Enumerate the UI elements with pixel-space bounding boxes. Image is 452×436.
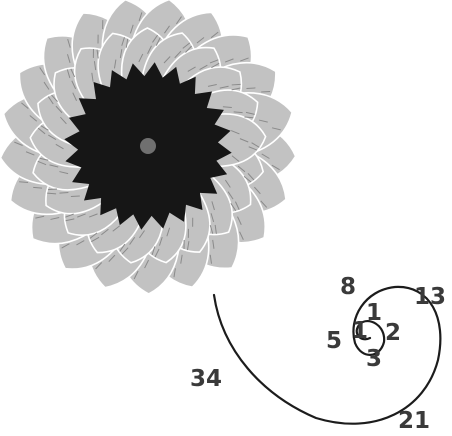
fib-label-13: 13 — [414, 284, 446, 310]
petal-texture-dash — [232, 84, 241, 85]
fib-label-21: 21 — [398, 408, 430, 434]
fib-label-2: 2 — [385, 320, 401, 346]
fibonacci-spiral — [214, 287, 440, 424]
fib-label-3: 3 — [366, 346, 382, 372]
petal-texture-dash — [246, 88, 255, 89]
fib-label-8: 8 — [340, 274, 356, 300]
fib-label-5: 5 — [326, 328, 342, 354]
petal-texture-dash — [261, 91, 270, 92]
fib-label-1b: 1 — [366, 300, 382, 326]
flower-center-dot — [140, 138, 156, 154]
fibonacci-number-labels: 1 1 2 3 5 8 13 21 34 — [190, 274, 446, 434]
petal-texture-dash — [48, 189, 57, 190]
petal-texture-dash — [59, 193, 68, 194]
sunflower-head — [0, 0, 295, 294]
petal-texture-dash — [71, 196, 80, 197]
fib-label-34: 34 — [190, 366, 222, 392]
